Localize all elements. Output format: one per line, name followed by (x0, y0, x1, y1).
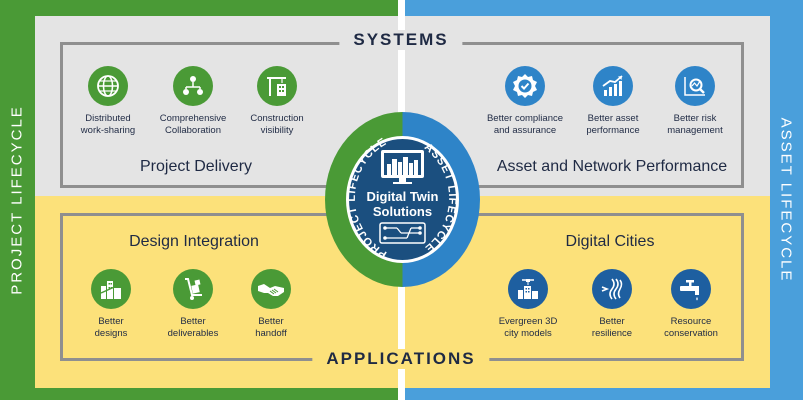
team-icon (173, 66, 213, 106)
applications-heading: APPLICATIONS (312, 349, 490, 369)
label-line1: Better asset (587, 113, 639, 124)
label-line1: Evergreen 3D (498, 316, 558, 327)
label-line1: Better compliance (486, 113, 564, 124)
label-line2: designs (94, 328, 128, 339)
label-line2: conservation (664, 328, 718, 339)
label-line2: handoff (255, 328, 287, 339)
bottom-blue-band (405, 388, 803, 400)
badge-check-icon (505, 66, 545, 106)
label-line2: resilience (591, 328, 633, 339)
top-blue-band (405, 0, 803, 16)
water-tap-icon (671, 269, 711, 309)
label-line2: and assurance (493, 125, 557, 136)
growth-chart-icon (593, 66, 633, 106)
globe-icon (88, 66, 128, 106)
label-line2: Collaboration (165, 125, 221, 136)
label-line2: city models (504, 328, 552, 339)
city-drone-icon (508, 269, 548, 309)
label-line1: Better (258, 316, 284, 327)
digital-twin-hub: PROJECT LIFECYCLE ASSET LIFECYCLE Digita… (325, 112, 480, 287)
label-line1: Construction (250, 113, 304, 124)
systems-heading: SYSTEMS (339, 30, 463, 50)
label-line2: management (667, 125, 723, 136)
label-line1: Resource (670, 316, 712, 327)
monitor-city-icon (381, 150, 424, 184)
label-line1: Better (98, 316, 124, 327)
label-line1: Better (599, 316, 625, 327)
hub-title-line1: Digital Twin (367, 189, 439, 204)
label-line1: Better (180, 316, 206, 327)
handshake-icon (251, 269, 291, 309)
label-line2: visibility (260, 125, 294, 136)
label-line1: Comprehensive (159, 113, 227, 124)
asset-network-title: Asset and Network Performance (496, 158, 728, 175)
bottom-green-band (0, 388, 398, 400)
wind-waves-icon (592, 269, 632, 309)
project-lifecycle-label: PROJECT LIFECYCLE (8, 105, 26, 295)
crane-building-icon (257, 66, 297, 106)
city-blueprint-icon (91, 269, 131, 309)
top-green-band (0, 0, 398, 16)
digital-cities-title: Digital Cities (565, 233, 655, 250)
design-integration-title: Design Integration (129, 233, 259, 250)
asset-lifecycle-label: ASSET LIFECYCLE (777, 117, 795, 283)
label-line1: Better risk (673, 113, 717, 124)
project-lifecycle-band (0, 0, 35, 400)
asset-lifecycle-band (770, 0, 803, 400)
hub-core (346, 136, 459, 263)
project-delivery-title: Project Delivery (139, 158, 253, 175)
label-line2: deliverables (167, 328, 219, 339)
label-line1: Distributed (85, 113, 131, 124)
chart-magnifier-icon (675, 66, 715, 106)
hub-title-line2: Solutions (373, 204, 432, 219)
circuit-board-icon (379, 222, 426, 244)
label-line2: performance (586, 125, 640, 136)
hand-truck-icon (173, 269, 213, 309)
label-line2: work-sharing (80, 125, 136, 136)
